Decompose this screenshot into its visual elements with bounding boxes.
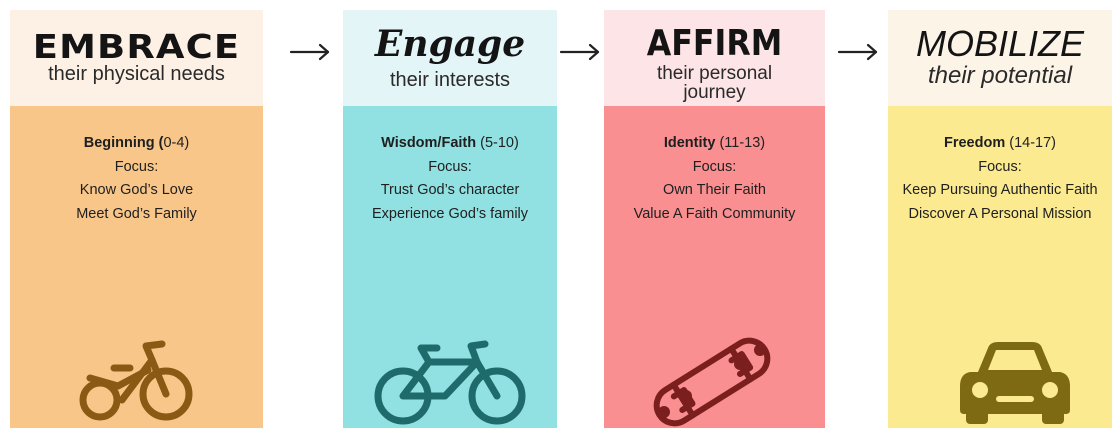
bicycle-icon bbox=[374, 340, 526, 425]
stage-subtitle: their interests bbox=[389, 69, 511, 91]
focus-label: Focus: bbox=[428, 158, 472, 175]
stage-label: Identity (11-13) bbox=[604, 132, 825, 156]
stage-column-affirm: AFFIRM their personal journey Identity (… bbox=[604, 10, 825, 428]
car-icon bbox=[960, 342, 1070, 424]
stage-age: 0-4) bbox=[163, 135, 190, 151]
stage-subtitle: their personal bbox=[656, 63, 773, 84]
focus-item: Value A Faith Community bbox=[633, 205, 796, 222]
stage-body: Beginning (0-4) Focus: Know God’s Love M… bbox=[10, 106, 263, 428]
stage-age: (5-10) bbox=[476, 135, 519, 151]
stage-title: AFFIRM bbox=[646, 23, 783, 64]
stage-title: MOBILIZE bbox=[915, 23, 1085, 64]
arrow-right-icon bbox=[289, 43, 330, 61]
stage-label: Wisdom/Faith (5-10) bbox=[343, 132, 557, 156]
stage-title: Engage bbox=[374, 23, 526, 65]
stage-subtitle: journey bbox=[683, 82, 746, 103]
stage-name: Wisdom/Faith bbox=[381, 135, 477, 151]
stage-age: (14-17) bbox=[1005, 135, 1057, 151]
stage-age: (11-13) bbox=[715, 135, 766, 151]
focus-item: Meet God’s Family bbox=[76, 205, 197, 222]
stage-label: Freedom (14-17) bbox=[888, 132, 1112, 156]
focus-item: Experience God’s family bbox=[371, 205, 529, 222]
stage-column-engage: Engage their interests Wisdom/Faith (5-1… bbox=[343, 10, 557, 428]
arrow-right-icon bbox=[837, 43, 878, 61]
stage-header: Engage their interests bbox=[343, 10, 557, 106]
stage-label: Beginning (0-4) bbox=[10, 132, 263, 156]
focus-item: Own Their Faith bbox=[663, 182, 766, 198]
stage-column-embrace: EMBRACE their physical needs Beginning (… bbox=[10, 10, 263, 428]
focus-label: Focus: bbox=[978, 158, 1022, 175]
stage-title: EMBRACE bbox=[32, 27, 241, 66]
focus-label: Focus: bbox=[692, 158, 737, 175]
focus-item: Know God’s Love bbox=[79, 182, 194, 198]
focus-item: Trust God’s character bbox=[380, 182, 520, 198]
tricycle-icon bbox=[79, 340, 193, 421]
stage-body: Wisdom/Faith (5-10) Focus: Trust God’s c… bbox=[343, 106, 557, 428]
focus-item: Keep Pursuing Authentic Faith bbox=[902, 182, 1098, 198]
stage-name: Freedom bbox=[943, 135, 1006, 151]
stage-subtitle: their potential bbox=[927, 62, 1073, 89]
focus-item: Discover A Personal Mission bbox=[908, 205, 1092, 222]
stage-column-mobilize: MOBILIZE their potential Freedom (14-17)… bbox=[888, 10, 1112, 428]
stage-name: Identity bbox=[663, 135, 716, 151]
stage-header: EMBRACE their physical needs bbox=[10, 10, 263, 106]
skateboard-icon bbox=[653, 337, 771, 427]
stage-body: Identity (11-13) Focus: Own Their Faith … bbox=[604, 106, 825, 428]
focus-label: Focus: bbox=[114, 158, 159, 175]
stage-subtitle: their physical needs bbox=[48, 63, 225, 85]
arrow-right-icon bbox=[559, 43, 600, 61]
stage-body: Freedom (14-17) Focus: Keep Pursuing Aut… bbox=[888, 106, 1112, 428]
stage-header: AFFIRM their personal journey bbox=[604, 10, 825, 106]
stage-header: MOBILIZE their potential bbox=[888, 10, 1112, 106]
stage-name: Beginning ( bbox=[83, 135, 164, 151]
